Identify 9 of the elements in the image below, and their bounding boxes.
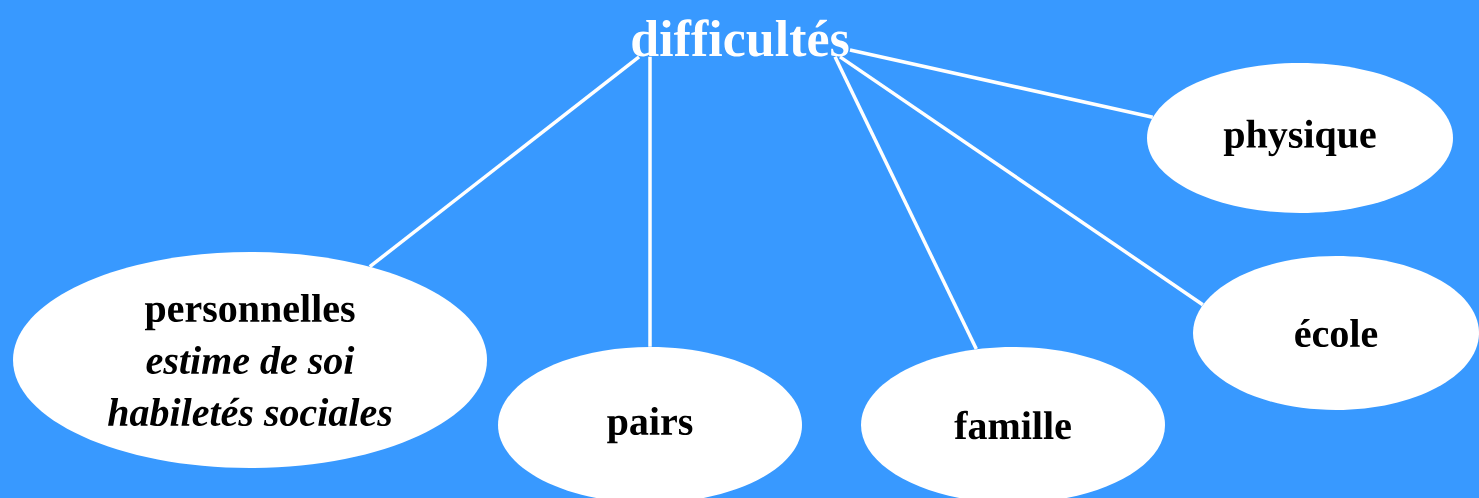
- connector-line: [833, 56, 978, 350]
- connector-line: [648, 56, 652, 347]
- ellipse-node: école: [1193, 256, 1479, 410]
- connector-line: [839, 55, 1204, 307]
- title-text: difficultés: [632, 19, 849, 57]
- ellipse-node: physique: [1147, 63, 1453, 213]
- connector-line: [368, 55, 641, 268]
- ellipse-node: personnelles estime de soi habiletés sociales: [13, 252, 487, 468]
- connector-line: [849, 48, 1154, 119]
